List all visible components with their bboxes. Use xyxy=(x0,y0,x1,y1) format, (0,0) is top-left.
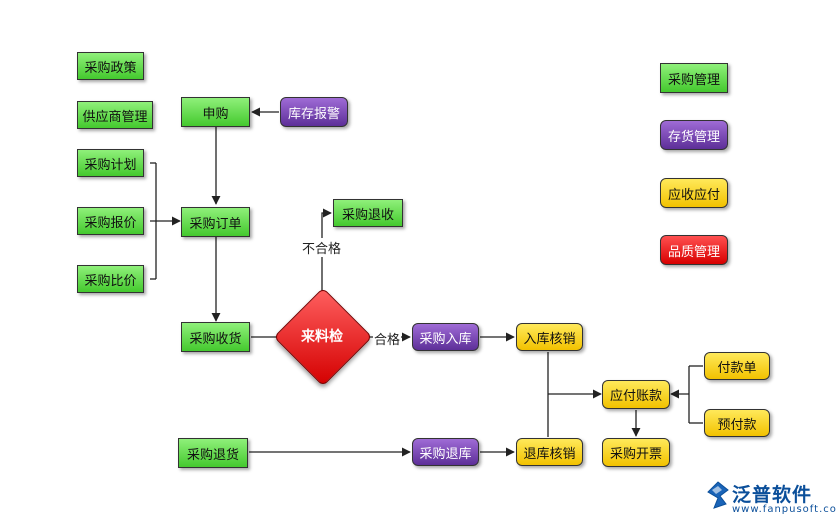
legend-receivable-payable: 应收应付 xyxy=(660,178,728,208)
node-rkhx: 入库核销 xyxy=(516,323,583,351)
node-cgzc: 采购政策 xyxy=(77,52,144,80)
node-cgdd: 采购订单 xyxy=(181,207,250,237)
node-shengou: 申购 xyxy=(181,97,250,127)
node-yfk: 预付款 xyxy=(704,409,770,437)
edge-lljian-cgtuishou xyxy=(321,208,332,296)
node-tkhx: 退库核销 xyxy=(516,438,583,466)
node-cgthuo: 采购退货 xyxy=(178,438,248,468)
legend-inventory: 存货管理 xyxy=(660,120,728,150)
logo-url: www.fanpusoft.com xyxy=(732,504,836,515)
node-fkd: 付款单 xyxy=(704,352,770,380)
node-cgbijia: 采购比价 xyxy=(77,265,144,293)
node-cgkp: 采购开票 xyxy=(602,438,670,467)
label-pass: 合格 xyxy=(373,329,402,348)
node-cgjh: 采购计划 xyxy=(77,149,144,177)
node-cgtuishou: 采购退收 xyxy=(333,199,403,227)
logo-mark-icon xyxy=(707,481,729,509)
node-kcbj: 库存报警 xyxy=(280,97,348,127)
label-fail: 不合格 xyxy=(301,238,343,257)
node-cgrk: 采购入库 xyxy=(412,323,479,351)
node-lljian: 来料检 xyxy=(301,329,343,345)
node-cgbj: 采购报价 xyxy=(77,207,144,235)
node-cgsh: 采购收货 xyxy=(181,322,250,352)
node-yfzk: 应付账款 xyxy=(602,380,670,409)
logo-name: 泛普软件 xyxy=(732,484,813,506)
node-gysgl: 供应商管理 xyxy=(77,101,153,129)
fanpusoft-logo: 泛普软件 www.fanpusoft.com xyxy=(706,476,836,522)
legend-procurement: 采购管理 xyxy=(660,63,728,93)
legend-quality: 品质管理 xyxy=(660,235,728,265)
node-cgtk: 采购退库 xyxy=(412,438,479,466)
